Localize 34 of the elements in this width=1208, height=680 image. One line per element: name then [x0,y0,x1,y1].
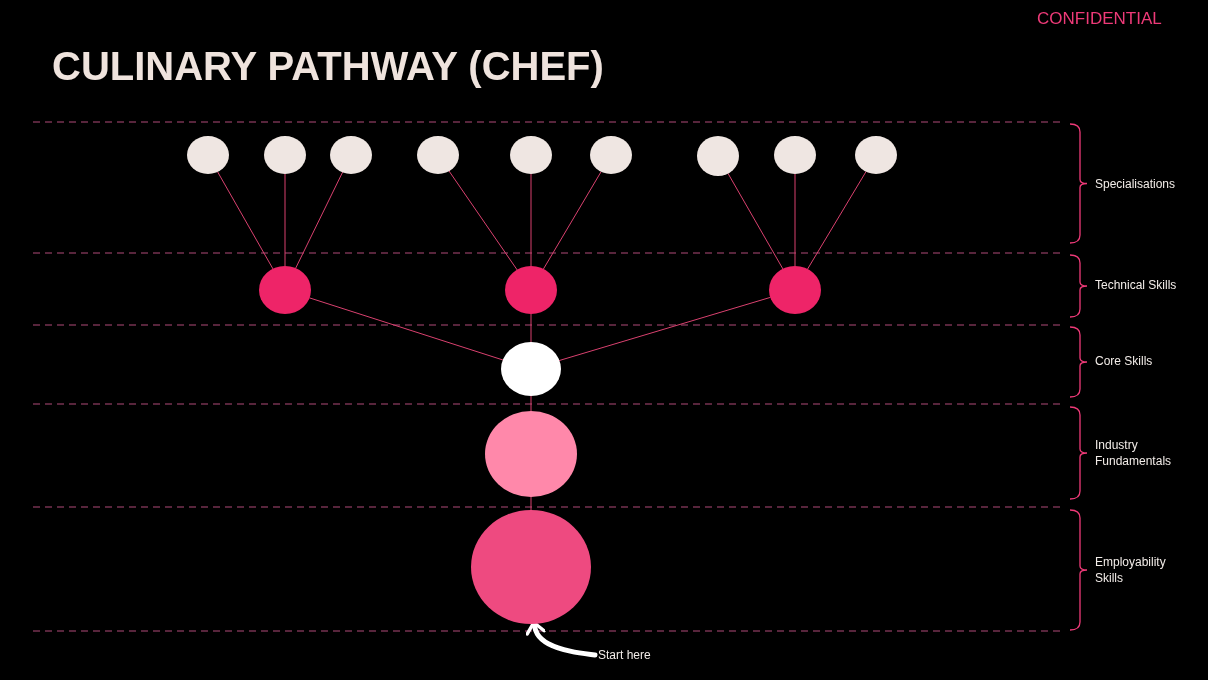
band-label: Industry Fundamentals [1095,437,1173,469]
circle [330,136,372,174]
circle [697,136,739,176]
circle [855,136,897,174]
connector-line [794,173,796,267]
connector-line [530,173,532,267]
band-label: Employability Skills [1095,554,1167,586]
connector-line [543,171,602,270]
connector-line [309,297,504,361]
connector-line [727,173,784,270]
connector-line [217,171,274,270]
circle [774,136,816,174]
band-label: Specialisations [1095,176,1177,192]
connector-line [284,173,286,267]
connector-line [530,496,532,511]
circle [510,136,552,174]
circle [505,266,557,314]
title: CULINARY PATHWAY (CHEF) [52,44,604,89]
connector-line [530,313,532,343]
circle [590,136,632,174]
band-label: Technical Skills [1095,277,1178,293]
connector-line [295,171,343,269]
circle [187,136,229,174]
connector-line [530,395,532,412]
circle [769,266,821,314]
connector-line [448,170,518,271]
note-text: Start here [598,646,651,664]
circle [259,266,311,314]
connector-line [558,296,771,361]
circle [264,136,306,174]
circle [417,136,459,174]
band-label: Core Skills [1095,353,1154,369]
confidential-mark: CONFIDENTIAL [1037,11,1162,27]
connector-line [807,171,867,270]
